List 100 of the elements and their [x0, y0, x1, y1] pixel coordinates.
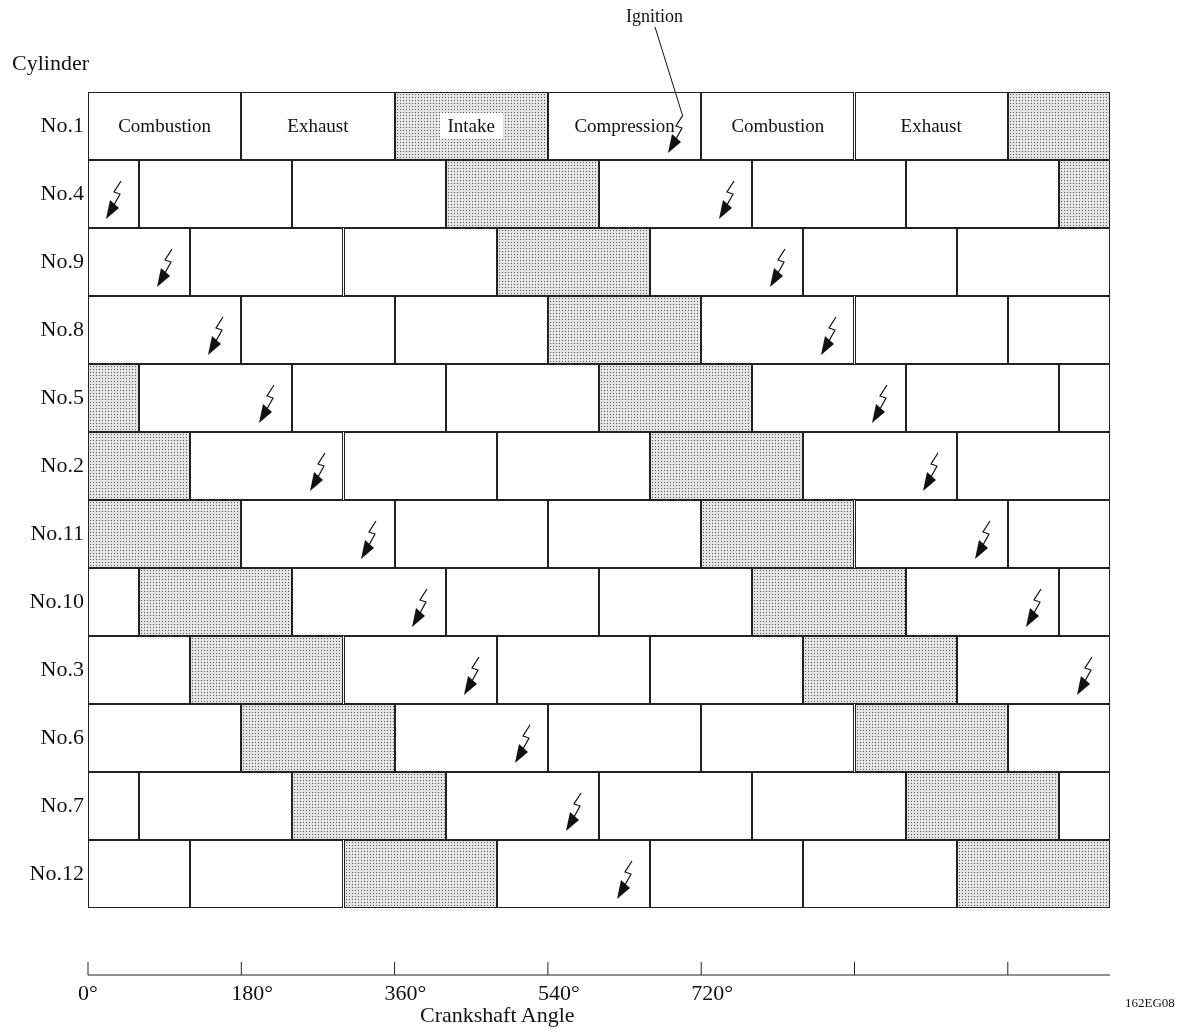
shaded-timing-bar [547, 296, 702, 364]
timing-bar [88, 296, 242, 364]
cylinder-label: No.6 [40, 724, 84, 750]
timing-bar [854, 92, 1008, 160]
timing-bar [241, 500, 395, 568]
timing-bar [701, 92, 855, 160]
timing-bar [650, 228, 804, 296]
timing-bar [1058, 772, 1110, 840]
cylinder-label: No.7 [40, 792, 84, 818]
timing-bar [139, 772, 293, 840]
timing-bar [1058, 568, 1110, 636]
timing-bar [701, 704, 855, 772]
timing-bar [190, 228, 344, 296]
timing-bar [343, 228, 497, 296]
timing-bar [956, 636, 1110, 704]
timing-bar [394, 704, 548, 772]
shaded-timing-bar [496, 228, 651, 296]
cylinder-label: No.4 [40, 180, 84, 206]
shaded-timing-bar [599, 364, 753, 432]
timing-bar [241, 92, 395, 160]
timing-bar [956, 432, 1110, 500]
timing-bar [803, 228, 957, 296]
timing-bar [956, 228, 1110, 296]
timing-bar [445, 568, 599, 636]
timing-bar [394, 500, 548, 568]
timing-bar [547, 704, 702, 772]
timing-bar [701, 296, 855, 364]
callout-label: Ignition [626, 6, 683, 27]
cylinder-label: No.1 [40, 112, 84, 138]
tick-label: 0° [78, 980, 98, 1006]
timing-bar [650, 840, 804, 908]
timing-bar [88, 568, 140, 636]
shaded-timing-bar [88, 500, 242, 568]
timing-bar [752, 772, 906, 840]
cylinder-label: No.8 [40, 316, 84, 342]
cylinder-label: No.12 [29, 860, 84, 886]
timing-bar [599, 160, 753, 228]
timing-bar [88, 160, 140, 228]
shaded-timing-bar [803, 636, 957, 704]
shaded-timing-bar [343, 840, 497, 908]
timing-bar [292, 160, 446, 228]
shaded-timing-bar [445, 160, 599, 228]
timing-bar [88, 772, 140, 840]
timing-bar [650, 636, 804, 704]
timing-bar [445, 772, 599, 840]
timing-bar [547, 92, 702, 160]
cylinder-label: No.11 [30, 520, 84, 546]
timing-bar [88, 636, 191, 704]
timing-bar [905, 160, 1059, 228]
shaded-timing-bar [956, 840, 1110, 908]
cylinder-label: No.3 [40, 656, 84, 682]
shaded-timing-bar [190, 636, 344, 704]
timing-bar [1007, 500, 1110, 568]
shaded-timing-bar [292, 772, 446, 840]
stroke-label: Intake [439, 113, 503, 139]
timing-bar [905, 568, 1059, 636]
timing-bar [88, 228, 191, 296]
axis-title: Cylinder [12, 50, 89, 76]
shaded-timing-bar [905, 772, 1059, 840]
shaded-timing-bar [394, 92, 548, 160]
timing-bar [292, 568, 446, 636]
timing-bar [496, 636, 651, 704]
timing-bar [1058, 364, 1110, 432]
timing-bar [752, 160, 906, 228]
timing-bar [190, 840, 344, 908]
timing-bar [905, 364, 1059, 432]
timing-bar [343, 432, 497, 500]
timing-bar [1007, 296, 1110, 364]
leader-line [654, 26, 683, 116]
timing-bar [88, 92, 242, 160]
shaded-timing-bar [88, 364, 140, 432]
shaded-timing-bar [139, 568, 293, 636]
tick-label: 720° [691, 980, 733, 1006]
timing-bar [139, 160, 293, 228]
timing-bar [394, 296, 548, 364]
shaded-timing-bar [752, 568, 906, 636]
timing-bar [445, 364, 599, 432]
timing-bar [88, 840, 191, 908]
timing-bar [854, 296, 1008, 364]
timing-bar [343, 636, 497, 704]
timing-bar [599, 772, 753, 840]
cylinder-label: No.10 [29, 588, 84, 614]
cylinder-label: No.5 [40, 384, 84, 410]
timing-bar [88, 704, 242, 772]
timing-bar [547, 500, 702, 568]
shaded-timing-bar [701, 500, 855, 568]
cylinder-label: No.9 [40, 248, 84, 274]
shaded-timing-bar [650, 432, 804, 500]
timing-bar [803, 432, 957, 500]
timing-bar [139, 364, 293, 432]
tick-label: 180° [231, 980, 274, 1006]
timing-bar [752, 364, 906, 432]
timing-bar [599, 568, 753, 636]
timing-bar [292, 364, 446, 432]
shaded-timing-bar [1007, 92, 1110, 160]
cylinder-label: No.2 [40, 452, 84, 478]
timing-bar [803, 840, 957, 908]
shaded-timing-bar [88, 432, 191, 500]
timing-bar [854, 500, 1008, 568]
shaded-timing-bar [241, 704, 395, 772]
